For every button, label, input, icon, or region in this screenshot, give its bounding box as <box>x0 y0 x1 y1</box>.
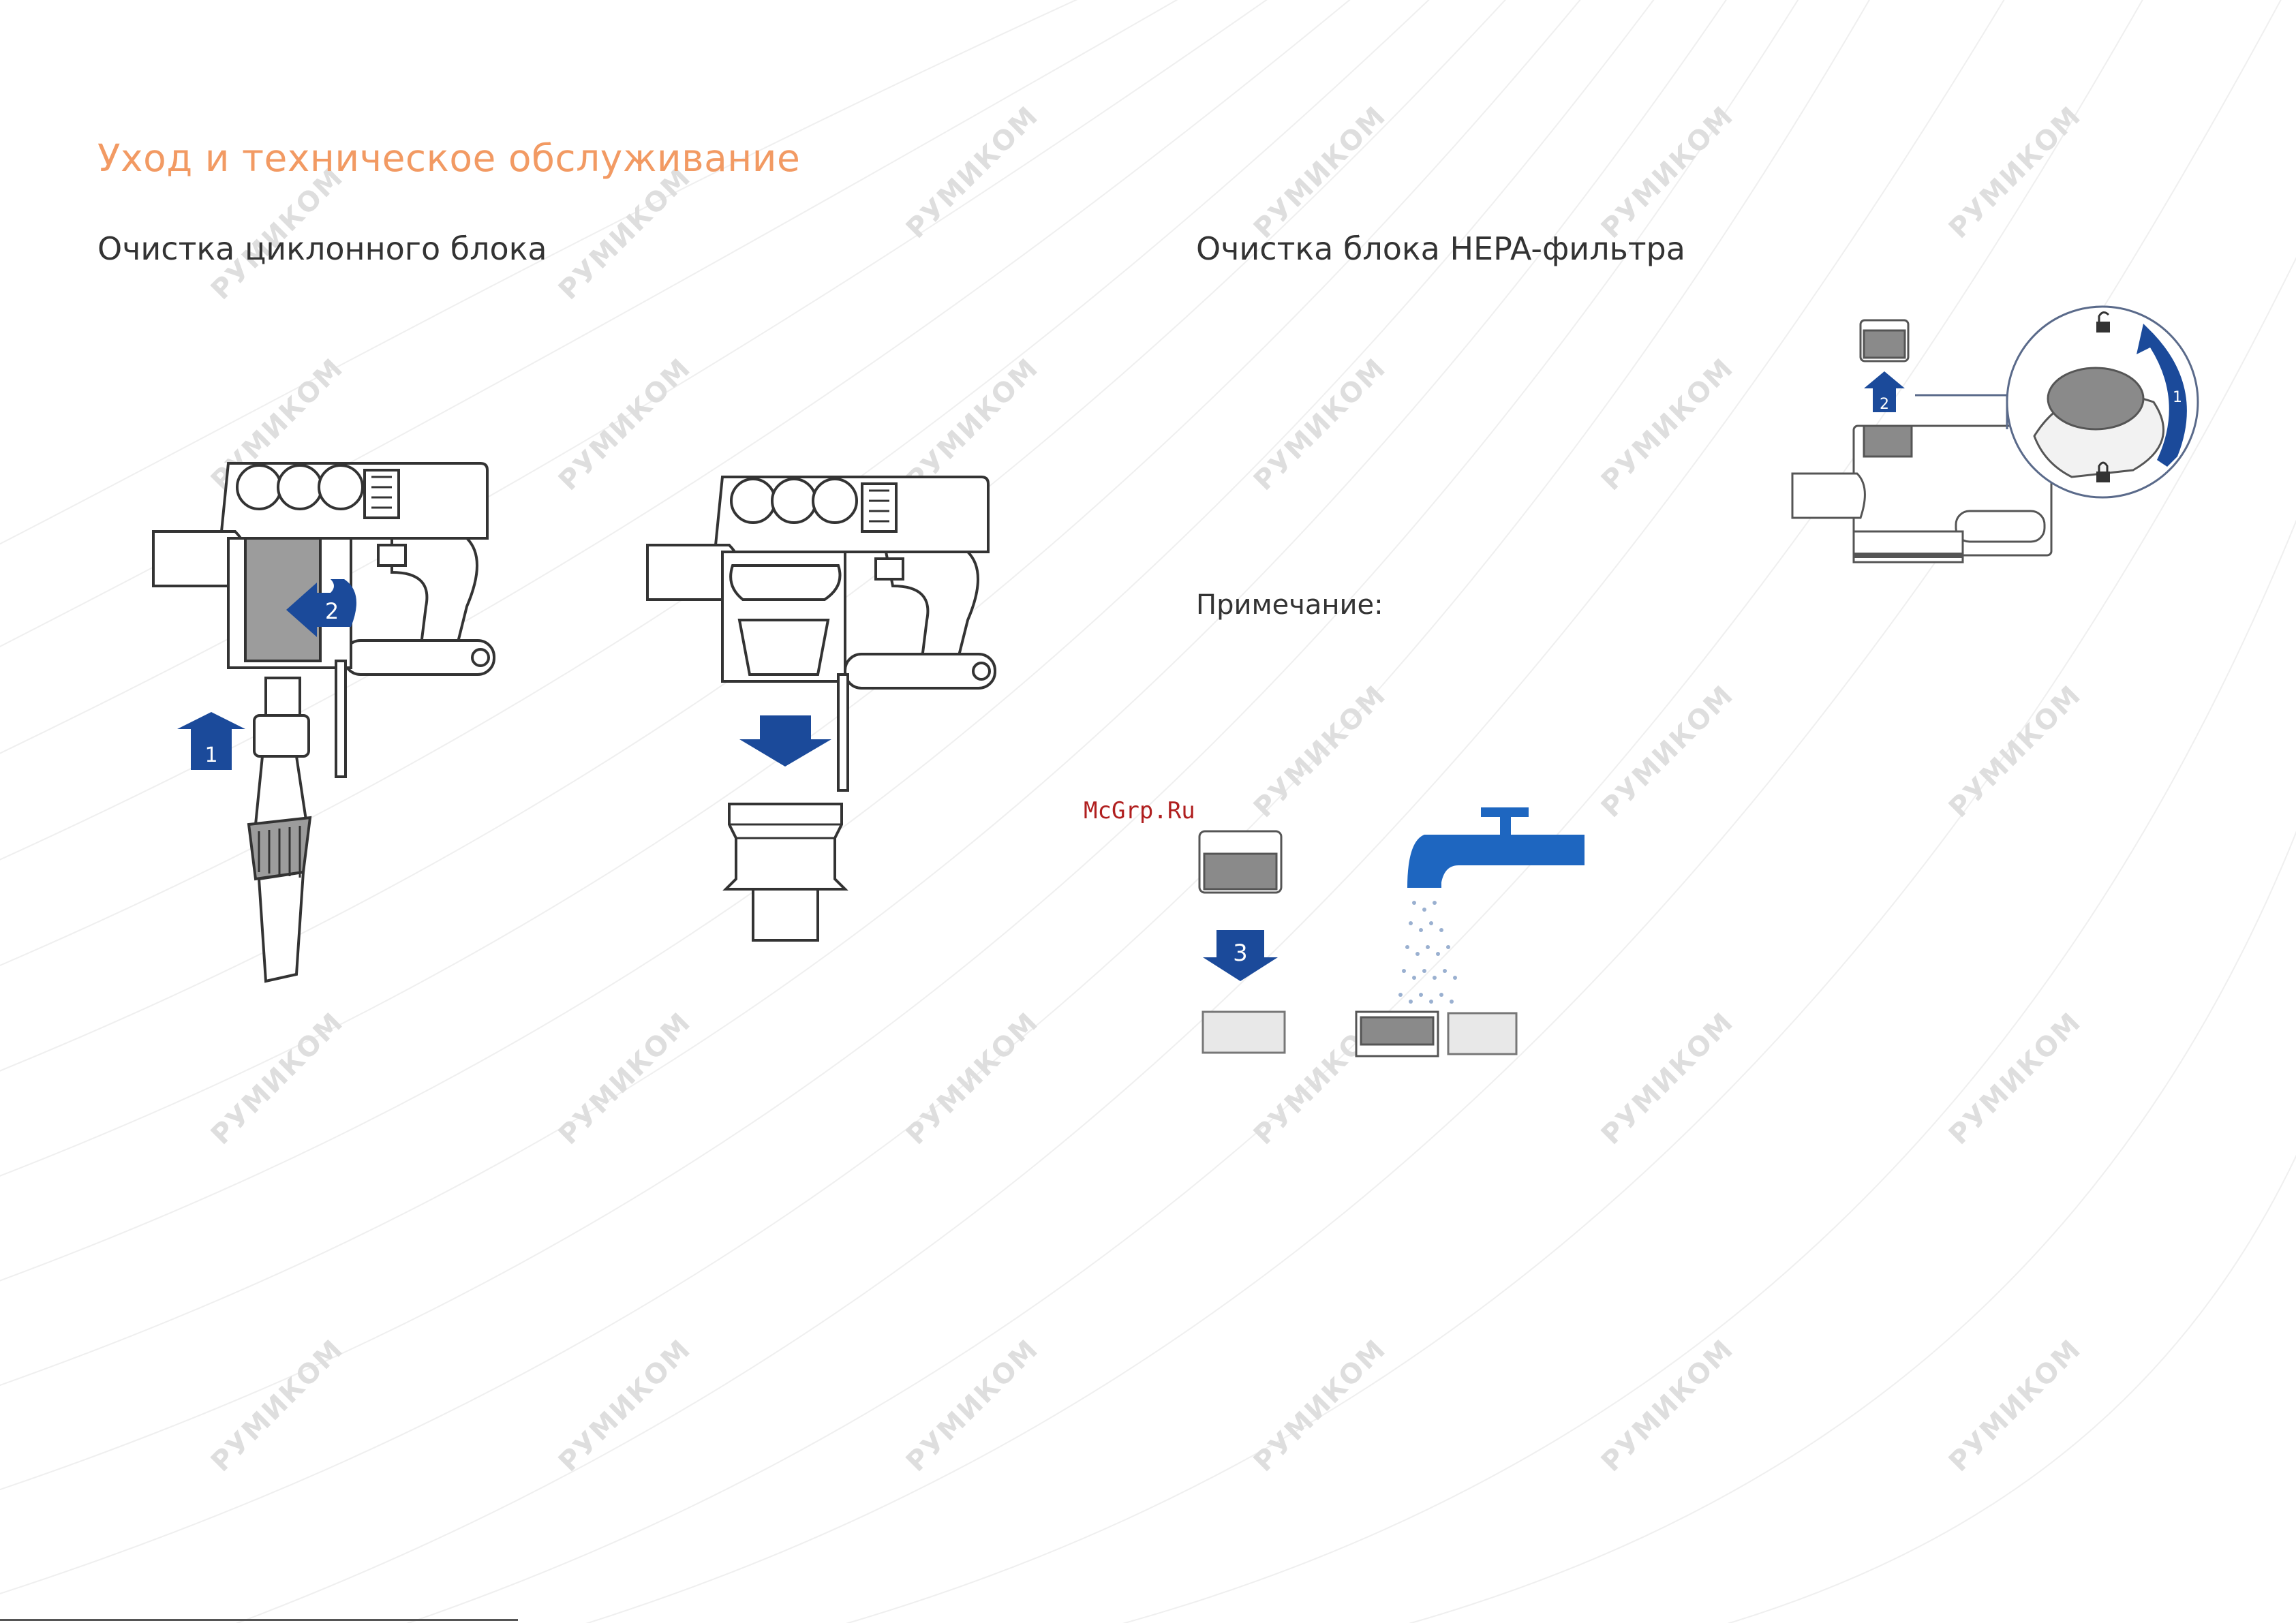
hepa-washing-illustration: 3 <box>1198 807 1585 1057</box>
arrow-step-2: 2 <box>1864 371 1905 413</box>
unlock-icon <box>2096 311 2110 333</box>
arrow-step-2: 2 <box>286 579 356 637</box>
source-mark: McGrp.Ru <box>1084 797 1195 824</box>
step-number: 3 <box>1233 940 1248 967</box>
section-title-hepa: Очистка блока HEPA-фильтра <box>1196 230 1685 267</box>
water-spray <box>1398 901 1457 1004</box>
arrow-step-1: 1 <box>2137 324 2187 467</box>
step-number: 1 <box>2173 389 2182 406</box>
step-number: 2 <box>325 598 339 624</box>
hepa-removal-illustration: 2 1 <box>1791 305 2199 563</box>
faucet-icon <box>1407 807 1585 888</box>
page-title: Уход и техническое обслуживание <box>97 136 801 180</box>
section-title-cyclone: Очистка циклонного блока <box>97 230 547 267</box>
step-number: 2 <box>1880 396 1889 413</box>
note-label: Примечание: <box>1196 589 1383 621</box>
arrow-down <box>739 715 831 767</box>
bottom-rule <box>0 1619 518 1621</box>
arrow-step-1: 1 <box>177 712 245 770</box>
arrow-step-3: 3 <box>1203 930 1278 981</box>
step-number: 1 <box>204 743 217 767</box>
cyclone-dropped-illustration <box>646 476 996 942</box>
lock-icon <box>2096 461 2110 482</box>
cyclone-removal-illustration: 1 2 <box>152 462 495 983</box>
